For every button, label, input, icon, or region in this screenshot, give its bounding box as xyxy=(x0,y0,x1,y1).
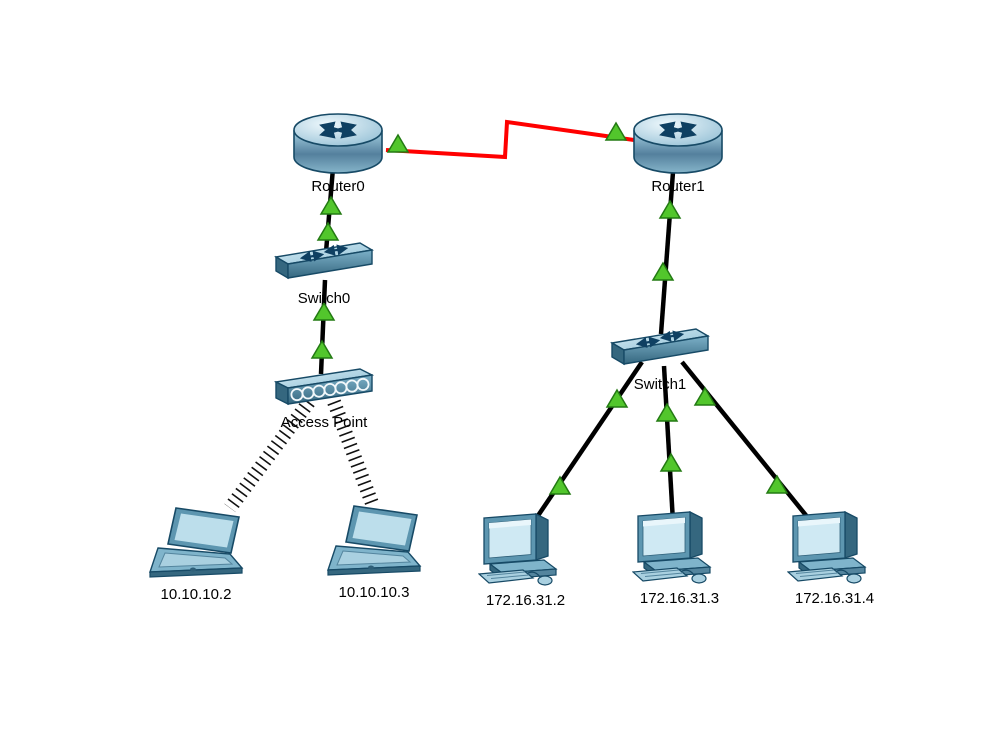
link-access-point-laptop1-wireless[interactable] xyxy=(327,399,380,509)
device-access-point[interactable]: Access Point xyxy=(274,366,374,432)
link-switch1-pc0[interactable] xyxy=(529,360,644,528)
pc-icon xyxy=(478,512,573,590)
status-up-icon xyxy=(310,339,334,359)
label-router0: Router0 xyxy=(311,178,365,195)
device-laptop1[interactable]: 10.10.10.3 xyxy=(324,502,424,602)
switch-icon xyxy=(274,238,374,288)
device-router0[interactable]: Router0 xyxy=(292,112,384,196)
pc-icon xyxy=(632,510,727,588)
status-up-icon xyxy=(659,452,683,472)
status-up-icon xyxy=(655,402,679,422)
label-router1: Router1 xyxy=(651,178,705,195)
status-up-icon xyxy=(319,195,343,215)
device-pc2[interactable]: 172.16.31.4 xyxy=(787,510,882,608)
label-access-point: Access Point xyxy=(280,414,368,431)
status-up-icon xyxy=(604,121,628,141)
laptop-icon xyxy=(146,504,246,584)
status-up-icon xyxy=(651,261,675,281)
label-laptop0: 10.10.10.2 xyxy=(160,586,232,603)
status-up-icon xyxy=(693,386,717,406)
router-icon xyxy=(292,112,384,176)
device-router1[interactable]: Router1 xyxy=(632,112,724,196)
device-switch0[interactable]: Switch0 xyxy=(274,238,374,308)
link-router1-switch1[interactable] xyxy=(658,171,676,335)
device-pc1[interactable]: 172.16.31.3 xyxy=(632,510,727,608)
link-switch1-pc1[interactable] xyxy=(661,365,676,523)
device-pc0[interactable]: 172.16.31.2 xyxy=(478,512,573,610)
label-pc2: 172.16.31.4 xyxy=(794,590,875,607)
status-up-icon xyxy=(386,133,410,153)
label-switch0: Switch0 xyxy=(297,290,351,307)
access-point-icon xyxy=(274,366,374,412)
switch-icon xyxy=(610,324,710,374)
status-up-icon xyxy=(316,221,340,241)
device-switch1[interactable]: Switch1 xyxy=(610,324,710,394)
label-laptop1: 10.10.10.3 xyxy=(338,584,410,601)
router-icon xyxy=(632,112,724,176)
label-pc0: 172.16.31.2 xyxy=(485,592,566,609)
laptop-icon xyxy=(324,502,424,582)
pc-icon xyxy=(787,510,882,588)
link-router0-router1-serial[interactable] xyxy=(385,119,635,160)
status-up-icon xyxy=(548,475,572,495)
device-laptop0[interactable]: 10.10.10.2 xyxy=(146,504,246,604)
link-access-point-laptop0-wireless[interactable] xyxy=(224,397,315,513)
status-up-icon xyxy=(765,474,789,494)
status-up-icon xyxy=(605,388,629,408)
status-up-icon xyxy=(658,199,682,219)
label-switch1: Switch1 xyxy=(633,376,687,393)
label-pc1: 172.16.31.3 xyxy=(639,590,720,607)
status-up-icon xyxy=(312,301,336,321)
